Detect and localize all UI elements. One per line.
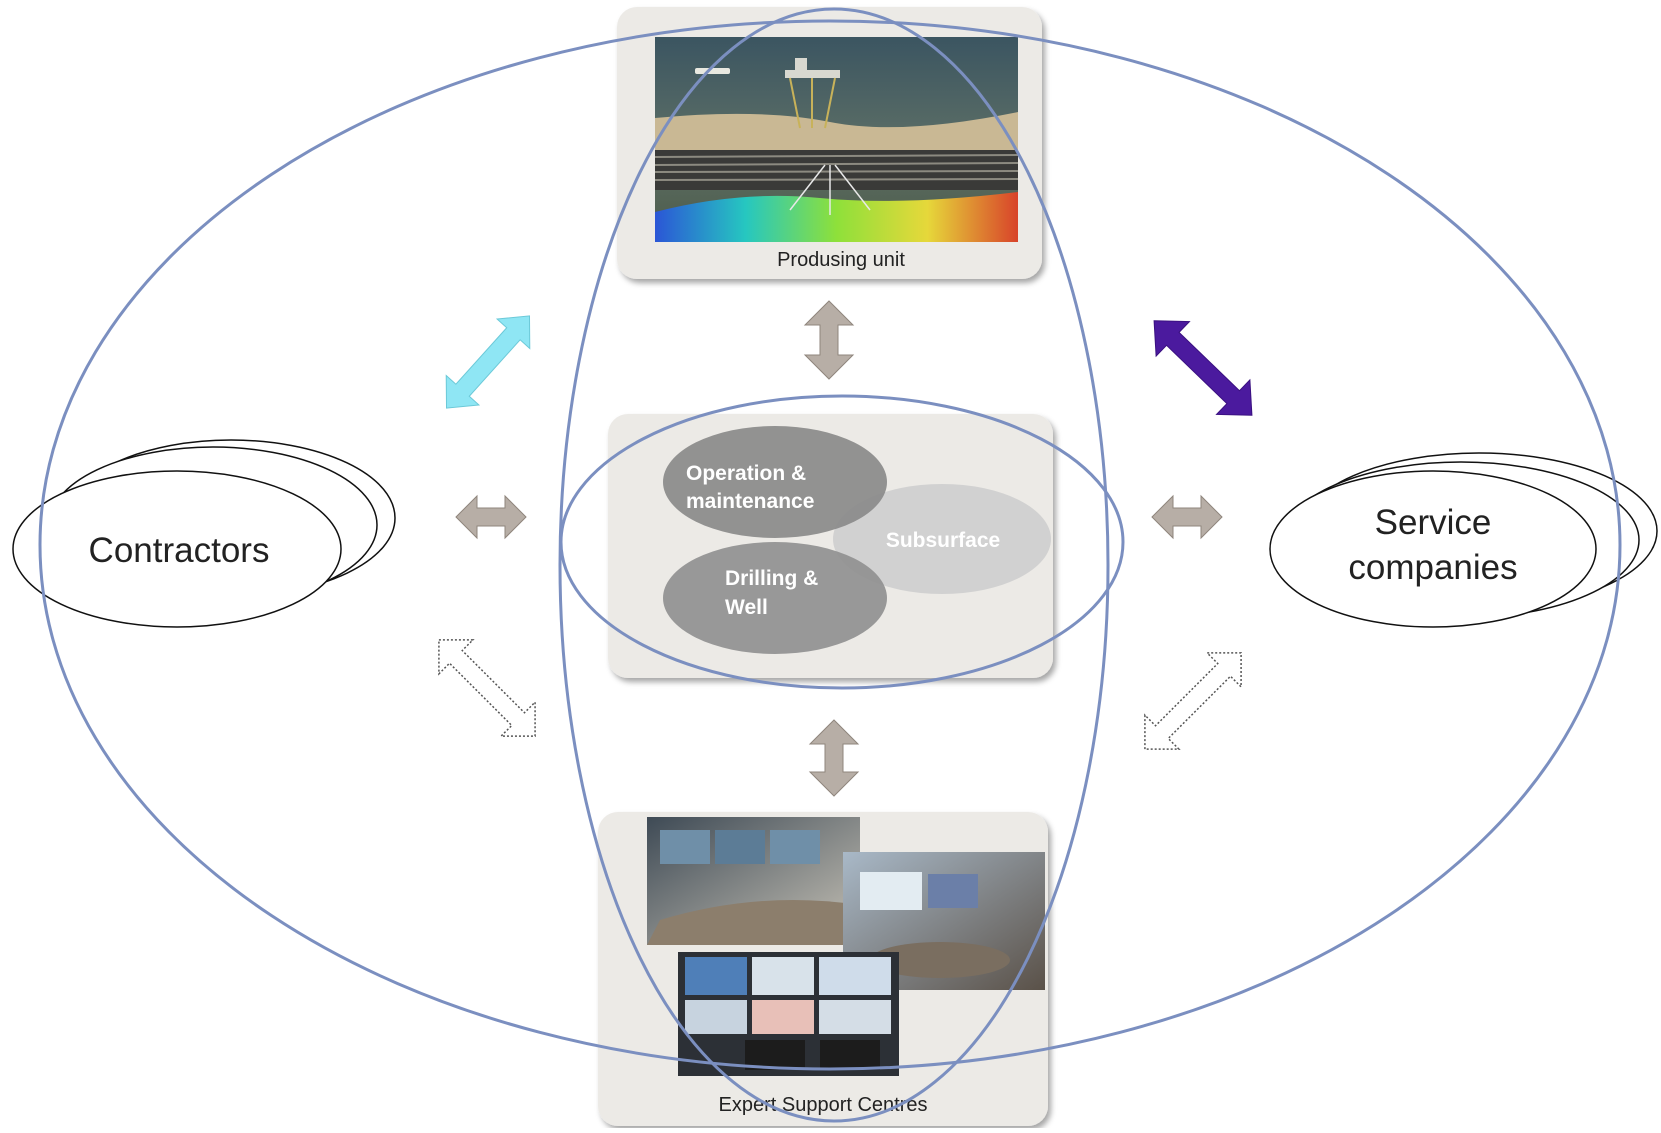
dotted-diagonal-arrow-right [1144,652,1242,750]
subsurface-ellipse [833,484,1051,594]
drilling-label-line1: Drilling & [725,567,818,590]
center-ring [559,394,1125,690]
cyan-diagonal-arrow [445,315,531,409]
contractors-label: Contractors [89,531,270,570]
service-label-line1: Service [1375,503,1492,542]
vertical-ring [558,7,1110,1123]
producing-unit-panel: Produsing unit [617,7,1042,279]
service-companies-ellipse [1269,470,1597,628]
control-room-photo-1 [647,817,860,945]
producing-unit-label: Produsing unit [777,249,905,271]
operation-label-line1: Operation & [686,462,806,485]
disciplines-to-expert-arrow [808,719,860,797]
control-room-photo-3 [678,952,899,1076]
expert-support-label: Expert Support Centres [719,1094,928,1116]
operation-maintenance-ellipse [663,426,887,538]
service-companies-group: Service companies [1269,452,1658,628]
dotted-diagonal-arrow-left [438,639,536,737]
producing-unit-image [654,37,1019,242]
purple-diagonal-arrow [1153,320,1253,416]
operation-label-line2: maintenance [686,490,814,513]
expert-support-panel: Expert Support Centres [598,812,1048,1126]
outer-ring [38,19,1622,1071]
contractors-ellipse [12,470,342,628]
service-label-line2: companies [1348,548,1517,587]
service-to-disciplines-arrow [1151,494,1223,540]
disciplines-panel: Operation & maintenance Drilling & Well … [608,414,1053,678]
contractors-group: Contractors [12,439,396,628]
drilling-label-line2: Well [725,596,768,619]
producing-to-disciplines-arrow [803,300,855,380]
subsurface-label: Subsurface [886,529,1000,552]
drilling-well-ellipse [663,542,887,654]
contractors-to-disciplines-arrow [455,494,527,540]
